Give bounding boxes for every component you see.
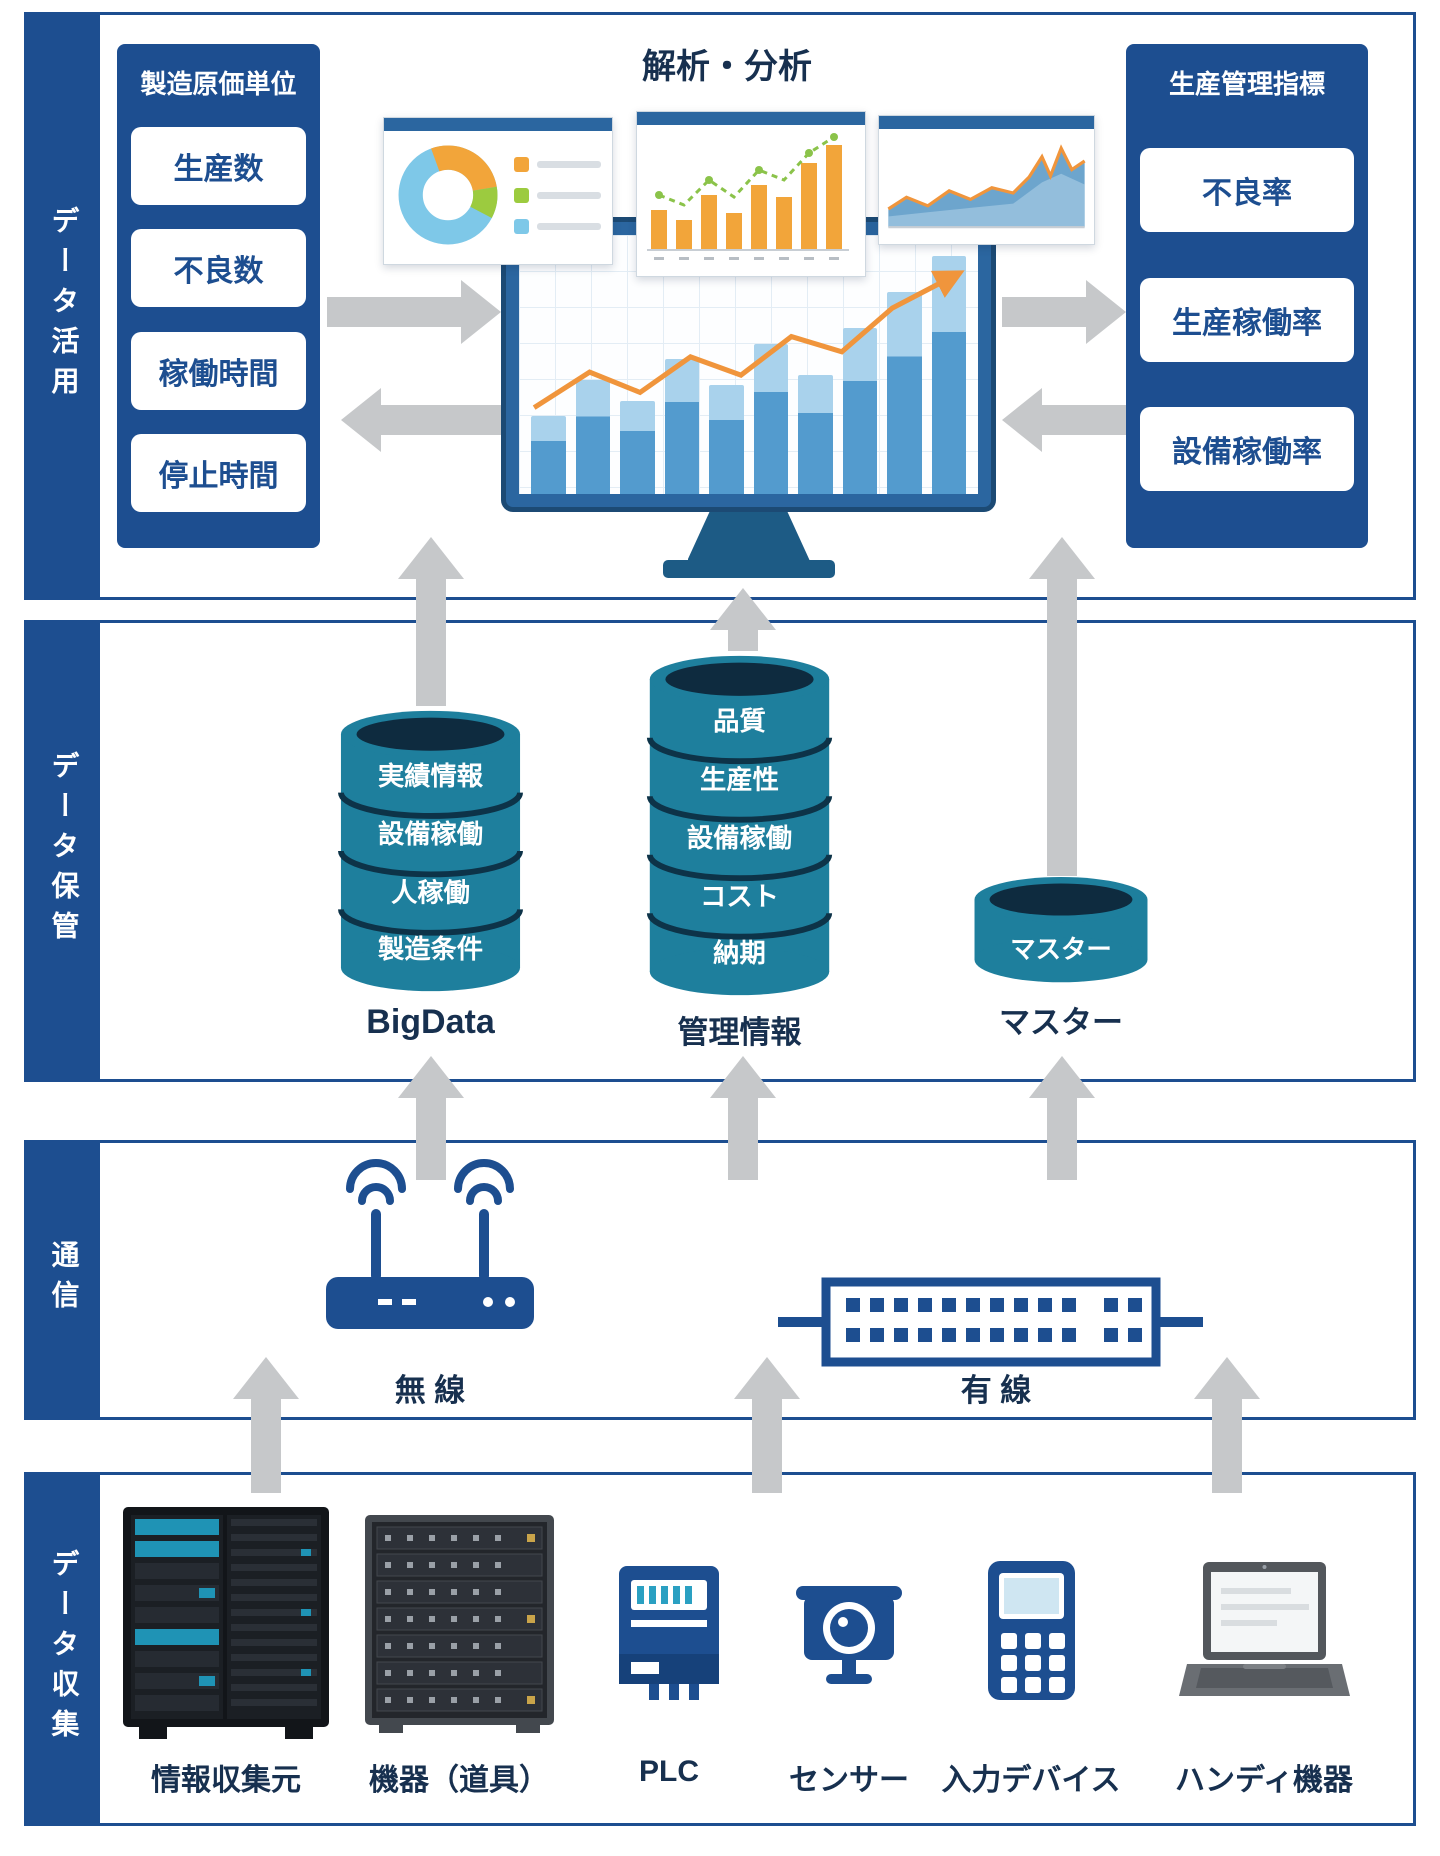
wired-switch-icon — [778, 1277, 1203, 1367]
monitor-screen — [519, 235, 978, 494]
sidebar-label: 通信 — [48, 1240, 80, 1320]
panel-item-defect-count: 不良数 — [131, 229, 306, 308]
laptop-icon — [1179, 1562, 1350, 1696]
management-segment-label: 品質 — [713, 706, 766, 736]
panel-item-production-rate: 生産稼働率 — [1140, 277, 1354, 362]
donut-chart-card — [383, 117, 613, 265]
arrow-bigdata-to-utilization — [398, 537, 464, 706]
arrow-comm-to-management — [710, 1056, 776, 1180]
wireless-label: 無 線 — [394, 1373, 466, 1408]
sidebar-label: データ収集 — [48, 1549, 80, 1749]
trend-line-icon — [532, 270, 965, 410]
panel-item-equipment-rate: 設備稼働率 — [1140, 406, 1354, 491]
arrow-kpi-panel-to-monitor — [1002, 388, 1126, 452]
bar-chart-icon — [647, 133, 849, 260]
wireless-router-icon — [326, 1159, 534, 1329]
bigdata-segment-label: 実績情報 — [378, 761, 484, 791]
arrow-cost-panel-to-monitor — [327, 280, 501, 344]
panel-item-operating-time: 稼働時間 — [131, 331, 306, 410]
master-database-icon: マスター — [974, 876, 1148, 983]
donut-chart-icon — [398, 145, 498, 245]
section-data-collection: データ収集 — [24, 1472, 1416, 1826]
bigdata-database-icon: 実績情報 設備稼働 人稼働 製造条件 — [338, 710, 523, 992]
arrow-collection-to-comm-3 — [1194, 1357, 1260, 1493]
cost-unit-panel-title: 製造原価単位 — [140, 69, 297, 99]
master-body-label: マスター — [1010, 936, 1112, 964]
bigdata-label: BigData — [366, 1003, 495, 1041]
sidebar-communication: 通信 — [27, 1143, 100, 1417]
analysis-title: 解析・分析 — [642, 48, 812, 86]
management-database-icon: 品質 生産性 設備稼働 コスト 納期 — [646, 655, 833, 996]
chart-legend — [514, 156, 601, 234]
sidebar-data-storage: データ保管 — [27, 623, 100, 1079]
card-header — [384, 118, 612, 131]
panel-item-production-count: 生産数 — [131, 127, 306, 206]
cost-unit-panel-items: 生産数 不良数 稼働時間 停止時間 — [131, 103, 306, 536]
device-label-source: 情報収集元 — [151, 1764, 301, 1797]
arrow-collection-to-comm-1 — [233, 1357, 299, 1493]
management-segment-label: 納期 — [713, 938, 766, 968]
card-header — [879, 116, 1094, 129]
management-segment-label: コスト — [700, 881, 779, 911]
server-rack-icon — [123, 1507, 329, 1739]
management-label: 管理情報 — [677, 1015, 802, 1050]
area-chart-icon — [887, 144, 1086, 229]
monitor-stand-neck — [687, 512, 810, 560]
sidebar-data-utilization: データ活用 — [27, 15, 100, 597]
cost-unit-panel: 製造原価単位 生産数 不良数 稼働時間 停止時間 — [117, 44, 320, 548]
monitor-stand-base — [662, 560, 835, 578]
management-segment-label: 生産性 — [700, 764, 779, 794]
arrow-monitor-to-kpi-panel — [1002, 280, 1126, 344]
wired-label: 有 線 — [960, 1373, 1032, 1408]
arrow-comm-to-master — [1029, 1056, 1095, 1180]
master-label: マスター — [999, 1005, 1123, 1040]
bar-chart-card — [636, 111, 866, 277]
device-label-sensor: センサー — [789, 1764, 909, 1797]
bigdata-segment-label: 製造条件 — [377, 934, 483, 964]
arrow-master-to-utilization — [1029, 537, 1095, 876]
card-header — [637, 112, 865, 125]
arrow-comm-to-bigdata — [398, 1056, 464, 1180]
production-kpi-panel-title: 生産管理指標 — [1168, 69, 1325, 99]
area-chart-card — [878, 115, 1095, 245]
sidebar-label: データ活用 — [48, 206, 80, 406]
device-label-input: 入力デバイス — [941, 1764, 1121, 1797]
device-label-plc: PLC — [639, 1755, 699, 1788]
sensor-camera-icon — [796, 1586, 902, 1684]
arrow-monitor-to-cost-panel — [341, 388, 501, 452]
monitor-bar-chart — [519, 235, 978, 494]
plc-icon — [619, 1566, 719, 1700]
bigdata-segment-label: 設備稼働 — [378, 819, 483, 849]
sidebar-label: データ保管 — [48, 751, 80, 951]
panel-item-stop-time: 停止時間 — [131, 433, 306, 512]
monitor-icon — [501, 217, 996, 578]
arrow-management-to-utilization — [710, 588, 776, 651]
section-data-storage: データ保管 実績情報 設備稼働 人稼働 製造条件 BigData — [24, 620, 1416, 1082]
sidebar-data-collection: データ収集 — [27, 1475, 100, 1823]
arrow-collection-to-comm-2 — [734, 1357, 800, 1493]
bigdata-segment-label: 人稼働 — [391, 878, 470, 908]
equipment-rack-icon — [365, 1515, 554, 1733]
panel-item-defect-rate: 不良率 — [1140, 148, 1354, 233]
production-kpi-panel-items: 不良率 生産稼働率 設備稼働率 — [1140, 103, 1354, 536]
production-kpi-panel: 生産管理指標 不良率 生産稼働率 設備稼働率 — [1126, 44, 1368, 548]
input-device-icon — [988, 1561, 1075, 1700]
device-label-equipment: 機器（道具） — [369, 1764, 549, 1797]
monitor-bezel — [501, 217, 996, 512]
management-segment-label: 設備稼働 — [687, 823, 792, 853]
device-label-handy: ハンディ機器 — [1175, 1764, 1353, 1797]
section-data-utilization: データ活用 解析・分析 製造原価単位 生産数 不良数 稼働時間 停止時間 生産管… — [24, 12, 1416, 600]
